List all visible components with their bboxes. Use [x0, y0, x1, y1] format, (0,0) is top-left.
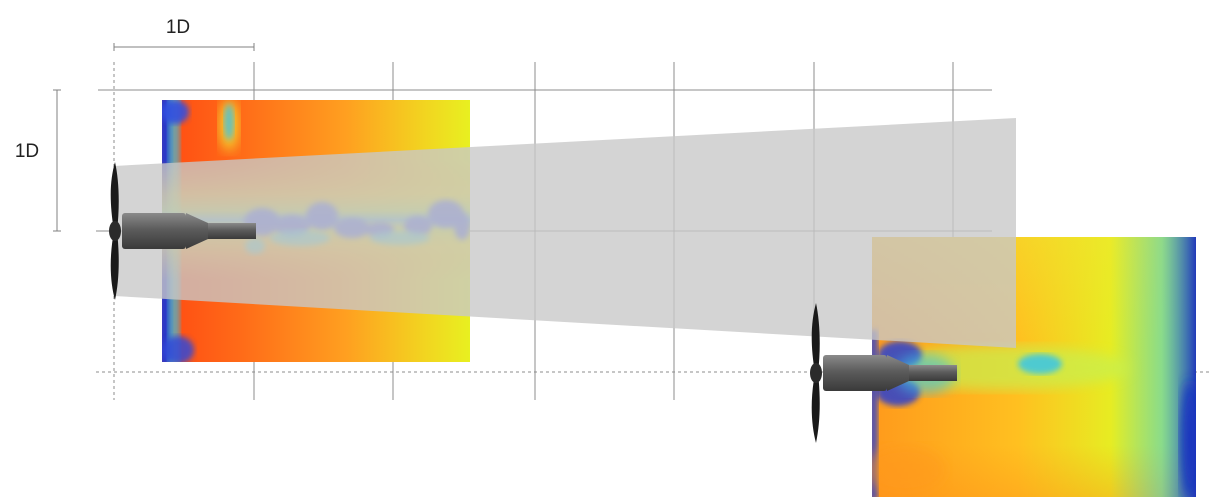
nacelle-icon — [122, 213, 186, 249]
horizontal-dimension — [113, 43, 255, 51]
hub-icon — [810, 363, 822, 383]
wake-expansion-band — [114, 118, 1016, 348]
upstream-turbine — [109, 162, 256, 300]
downstream-turbine — [810, 303, 957, 443]
tail-shaft-icon — [208, 223, 256, 239]
hub-icon — [109, 221, 121, 241]
vertical-dimension — [53, 89, 61, 232]
vertical-dimension-label: 1D — [15, 141, 39, 162]
tail-shaft-icon — [909, 365, 957, 381]
horizontal-dimension-label: 1D — [166, 17, 190, 38]
nacelle-icon — [823, 355, 887, 391]
